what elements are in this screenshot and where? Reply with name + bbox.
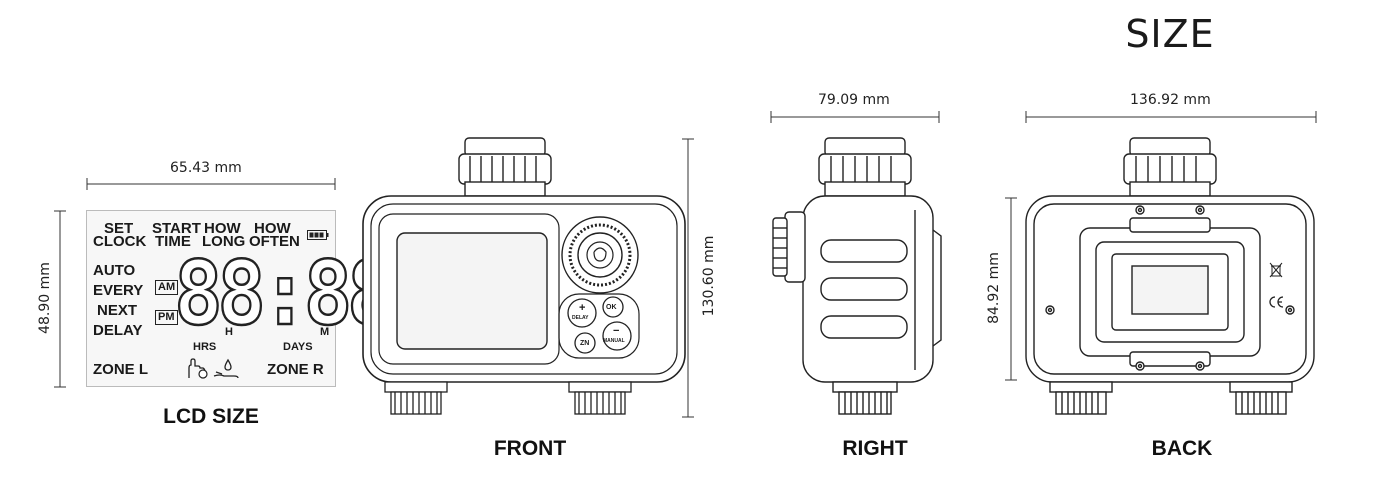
front-height-label: 130.60 mm xyxy=(701,235,717,317)
lcd-digits-display: 88:88 xyxy=(173,242,397,345)
lcd-days-label: DAYS xyxy=(283,341,313,353)
lcd-height-dimension-line xyxy=(54,210,66,388)
manual-minus-button[interactable]: − xyxy=(613,325,620,337)
lcd-m-label: M xyxy=(320,326,330,338)
lcd-how-label-2: HOW xyxy=(254,220,291,237)
delay-button-label: DELAY xyxy=(572,315,589,321)
delay-plus-button[interactable]: + xyxy=(579,302,586,314)
right-view-drawing xyxy=(772,137,942,415)
lcd-auto-label: AUTO xyxy=(93,262,136,279)
back-height-dimension-line xyxy=(1005,197,1017,381)
weee-bin-icon xyxy=(1269,262,1283,278)
ok-button[interactable]: OK xyxy=(606,304,617,311)
back-height-label: 84.92 mm xyxy=(986,252,1002,324)
battery-icon xyxy=(307,230,329,240)
hand-manual-icon xyxy=(188,358,208,379)
lcd-often-label: OFTEN xyxy=(249,233,300,250)
lcd-panel xyxy=(86,210,336,387)
right-width-label: 79.09 mm xyxy=(818,92,890,108)
zn-button[interactable]: ZN xyxy=(580,340,590,347)
lcd-delay-label: DELAY xyxy=(93,322,143,339)
lcd-width-dimension-line xyxy=(86,178,336,190)
lcd-width-label: 65.43 mm xyxy=(170,160,242,176)
lcd-long-label: LONG xyxy=(202,233,246,250)
lcd-height-label: 48.90 mm xyxy=(37,262,53,334)
right-label: RIGHT xyxy=(842,437,908,460)
front-height-dimension-line xyxy=(682,138,694,418)
back-label: BACK xyxy=(1151,437,1213,460)
page-title: SIZE xyxy=(1125,12,1215,56)
front-right-connector xyxy=(568,381,632,415)
lcd-how-label-1: HOW xyxy=(204,220,241,237)
back-width-dimension-line xyxy=(1025,111,1317,123)
lcd-size-label: LCD SIZE xyxy=(163,405,259,428)
right-width-dimension-line xyxy=(770,111,940,123)
lcd-clock-label: CLOCK xyxy=(93,233,147,250)
back-width-label: 136.92 mm xyxy=(1130,92,1211,108)
lcd-pm-indicator: PM xyxy=(155,310,178,325)
lcd-zone-r-label: ZONE R xyxy=(267,361,324,378)
lcd-zone-l-label: ZONE L xyxy=(93,361,148,378)
lcd-set-label: SET xyxy=(104,220,134,237)
lcd-time-label: TIME xyxy=(155,233,191,250)
lcd-start-label: START xyxy=(152,220,201,237)
lcd-next-label: NEXT xyxy=(97,302,138,319)
ce-mark-icon xyxy=(1269,296,1284,308)
manual-button-label: MANUAL xyxy=(603,338,625,344)
back-view-drawing xyxy=(1025,137,1315,415)
lcd-h-label: H xyxy=(225,326,233,338)
front-label: FRONT xyxy=(493,437,567,460)
lcd-every-label: EVERY xyxy=(93,282,144,299)
lcd-am-indicator: AM xyxy=(155,280,179,295)
front-left-connector xyxy=(384,381,448,415)
water-drop-hand-icon xyxy=(213,358,239,379)
front-view-drawing xyxy=(362,137,686,415)
lcd-hrs-label: HRS xyxy=(193,341,217,353)
front-top-knob xyxy=(458,137,552,197)
